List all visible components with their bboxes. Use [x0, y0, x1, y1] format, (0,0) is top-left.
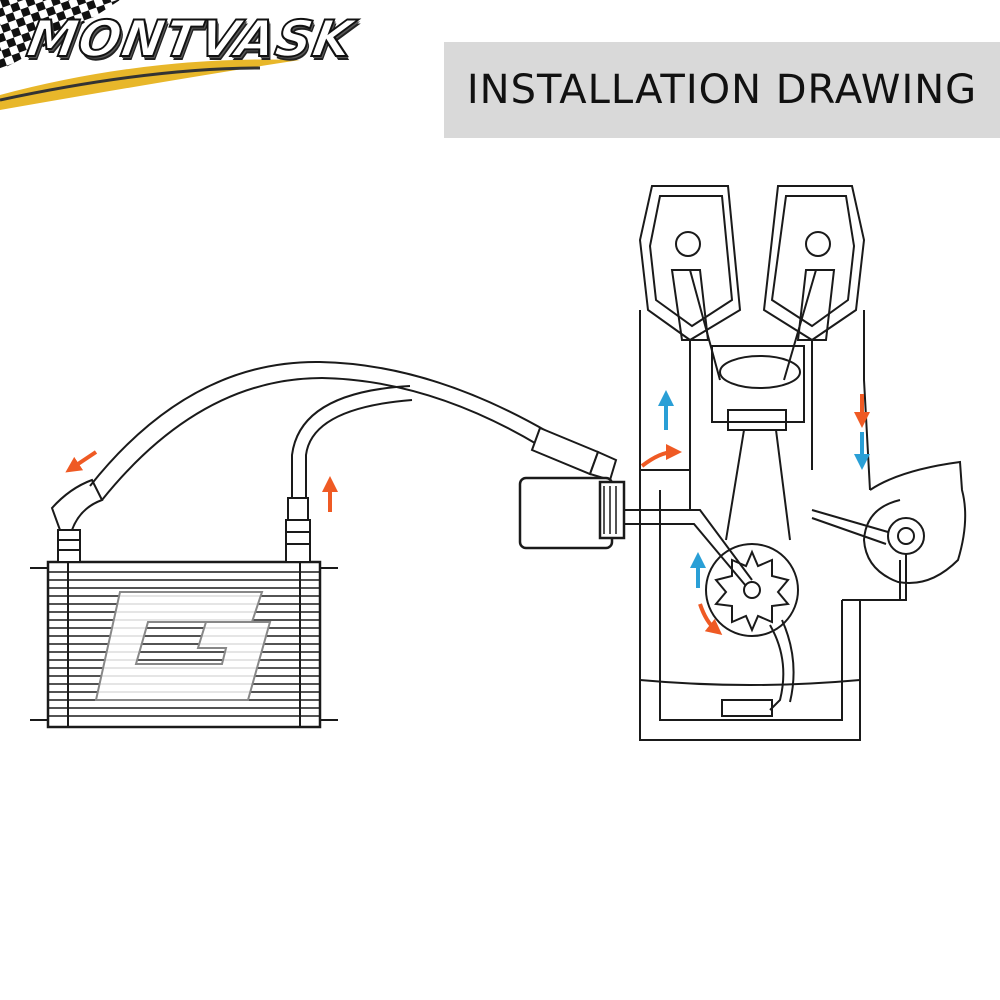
arrow-curved-icon: [698, 603, 723, 636]
brand-logo: MONTVASK: [0, 0, 360, 110]
title-banner: INSTALLATION DRAWING: [444, 42, 1000, 138]
hose-fitting-adapter: [530, 426, 618, 482]
flow-arrows: [65, 390, 870, 636]
cooler-fitting-right: [285, 497, 311, 563]
engine-block: [624, 185, 967, 741]
cooler-fitting-left: [50, 478, 104, 563]
oil-filter: [518, 476, 626, 550]
checkered-flag-icon: [0, 0, 300, 110]
oil-hoses: [89, 360, 549, 501]
arrow-curved-icon: [640, 444, 682, 468]
cooler-emblem: [94, 591, 272, 701]
page-title: INSTALLATION DRAWING: [466, 67, 978, 113]
arrow-curved-icon: [65, 450, 98, 473]
oil-cooler: [30, 560, 338, 729]
